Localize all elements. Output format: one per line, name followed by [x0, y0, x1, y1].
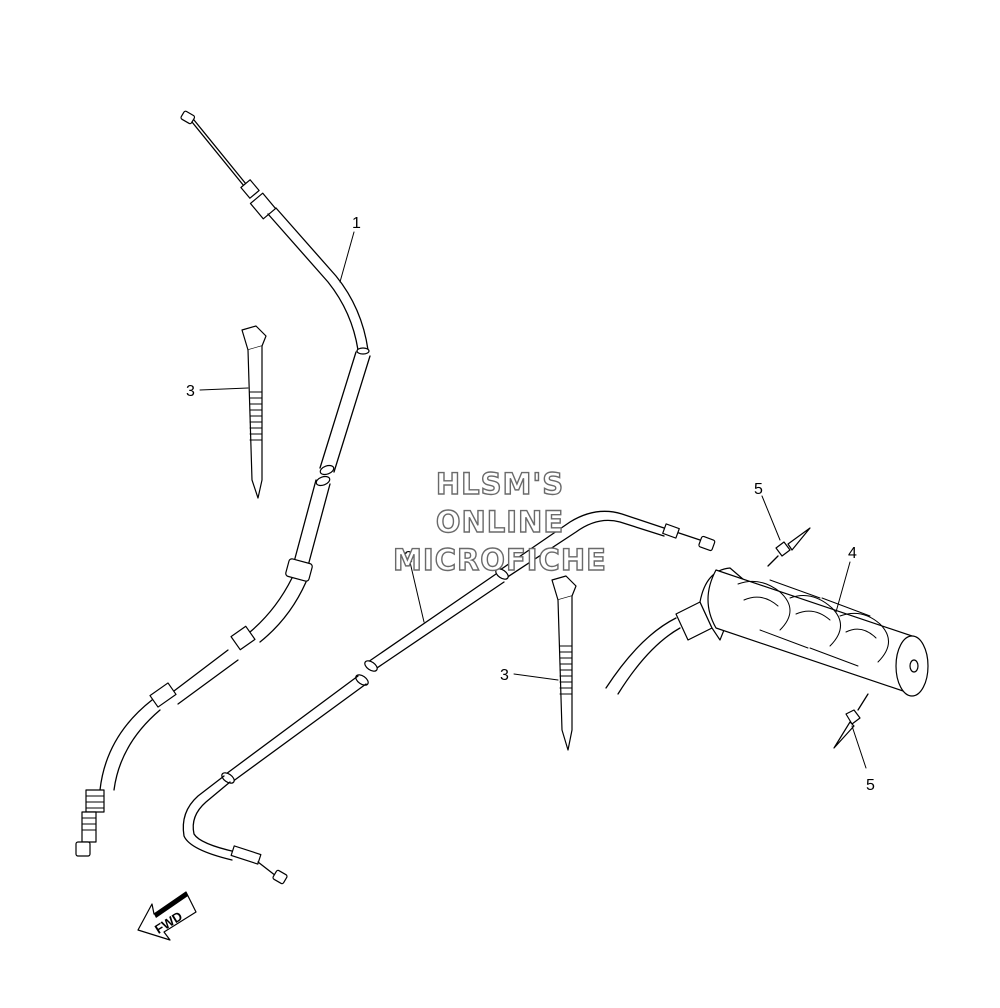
cable-tie-left: [241, 325, 267, 499]
cable-1: [75, 110, 371, 857]
cable-2: [182, 510, 716, 885]
callout-4: 4: [848, 545, 857, 562]
pin-lower: [833, 693, 869, 749]
leader-lines: [199, 231, 867, 769]
callout-3-middle: 3: [500, 667, 509, 684]
watermark-line-2: ONLINE: [436, 505, 564, 539]
watermark-line-3: MICROFICHE: [393, 543, 607, 577]
callouts: 1 2 3 3 4 5 5: [186, 215, 875, 794]
callout-2: 2: [404, 549, 413, 566]
callout-1: 1: [352, 215, 361, 232]
cable-tie-middle: [551, 575, 577, 751]
fwd-arrow: FWD: [137, 891, 197, 941]
pin-upper: [767, 527, 811, 567]
watermark-line-1: HLSM'S: [436, 467, 564, 501]
callout-5-upper: 5: [754, 481, 763, 498]
handlebar-grip: [605, 567, 929, 697]
watermark: HLSM'S ONLINE MICROFICHE: [392, 466, 607, 577]
callout-5-lower: 5: [866, 777, 875, 794]
callout-3-left: 3: [186, 383, 195, 400]
